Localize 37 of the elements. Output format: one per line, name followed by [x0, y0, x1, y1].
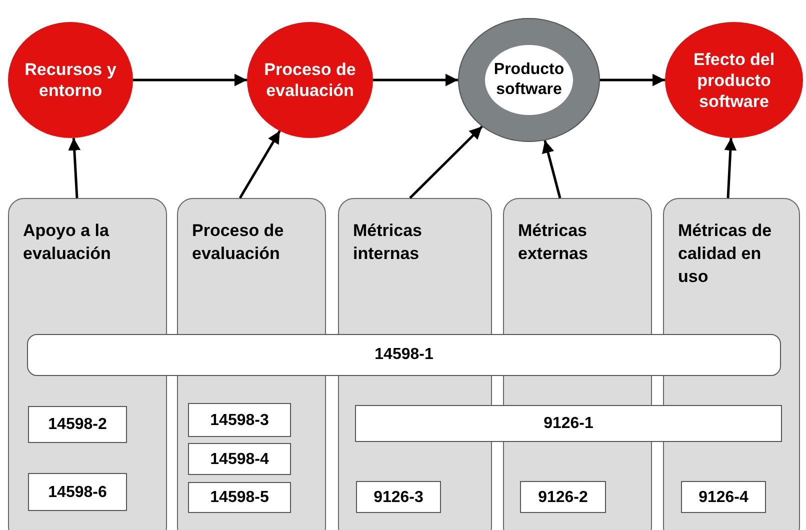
- standard-box: [356, 481, 441, 513]
- arrow: [542, 140, 562, 198]
- node-label: 9126-3: [374, 488, 424, 508]
- arrow: [373, 74, 458, 86]
- node-label: Métricas externas: [518, 221, 588, 263]
- node-label: Efecto del producto software: [692, 48, 776, 112]
- arrow: [238, 130, 281, 199]
- standard-box: [355, 405, 782, 442]
- node-label: Proceso de evaluación: [192, 221, 284, 263]
- arrow: [600, 74, 665, 86]
- node-label: 9126-4: [698, 488, 748, 508]
- node-label: 14598-5: [210, 488, 269, 508]
- standard-box: [520, 481, 606, 513]
- standard-box: [188, 482, 291, 513]
- arrow: [724, 138, 737, 198]
- node-label: 9126-1: [544, 414, 594, 432]
- node-label: Recursos y entorno: [24, 59, 118, 101]
- node-label: Métricas de calidad en uso: [678, 221, 772, 286]
- standard-bar: [27, 334, 781, 376]
- node-label: Proceso de evaluación: [263, 59, 357, 101]
- node-label: Apoyo a la evaluación: [23, 221, 111, 263]
- node-label: Producto software: [492, 60, 566, 100]
- node-label: 14598-4: [210, 450, 269, 470]
- standard-box: [28, 406, 127, 443]
- node-label: 9126-2: [538, 488, 588, 508]
- node-label: 14598-3: [210, 410, 269, 430]
- node-label: 14598-1: [374, 346, 434, 364]
- standard-box: [28, 473, 127, 511]
- node-label: 14598-2: [48, 415, 107, 435]
- node-label: Métricas internas: [353, 221, 422, 263]
- standard-box: [188, 403, 291, 437]
- node-label: 14598-6: [48, 482, 107, 502]
- arrow: [68, 138, 81, 198]
- arrow: [133, 74, 247, 86]
- arrow: [409, 126, 483, 199]
- standard-box: [681, 481, 766, 513]
- standard-box: [188, 443, 291, 475]
